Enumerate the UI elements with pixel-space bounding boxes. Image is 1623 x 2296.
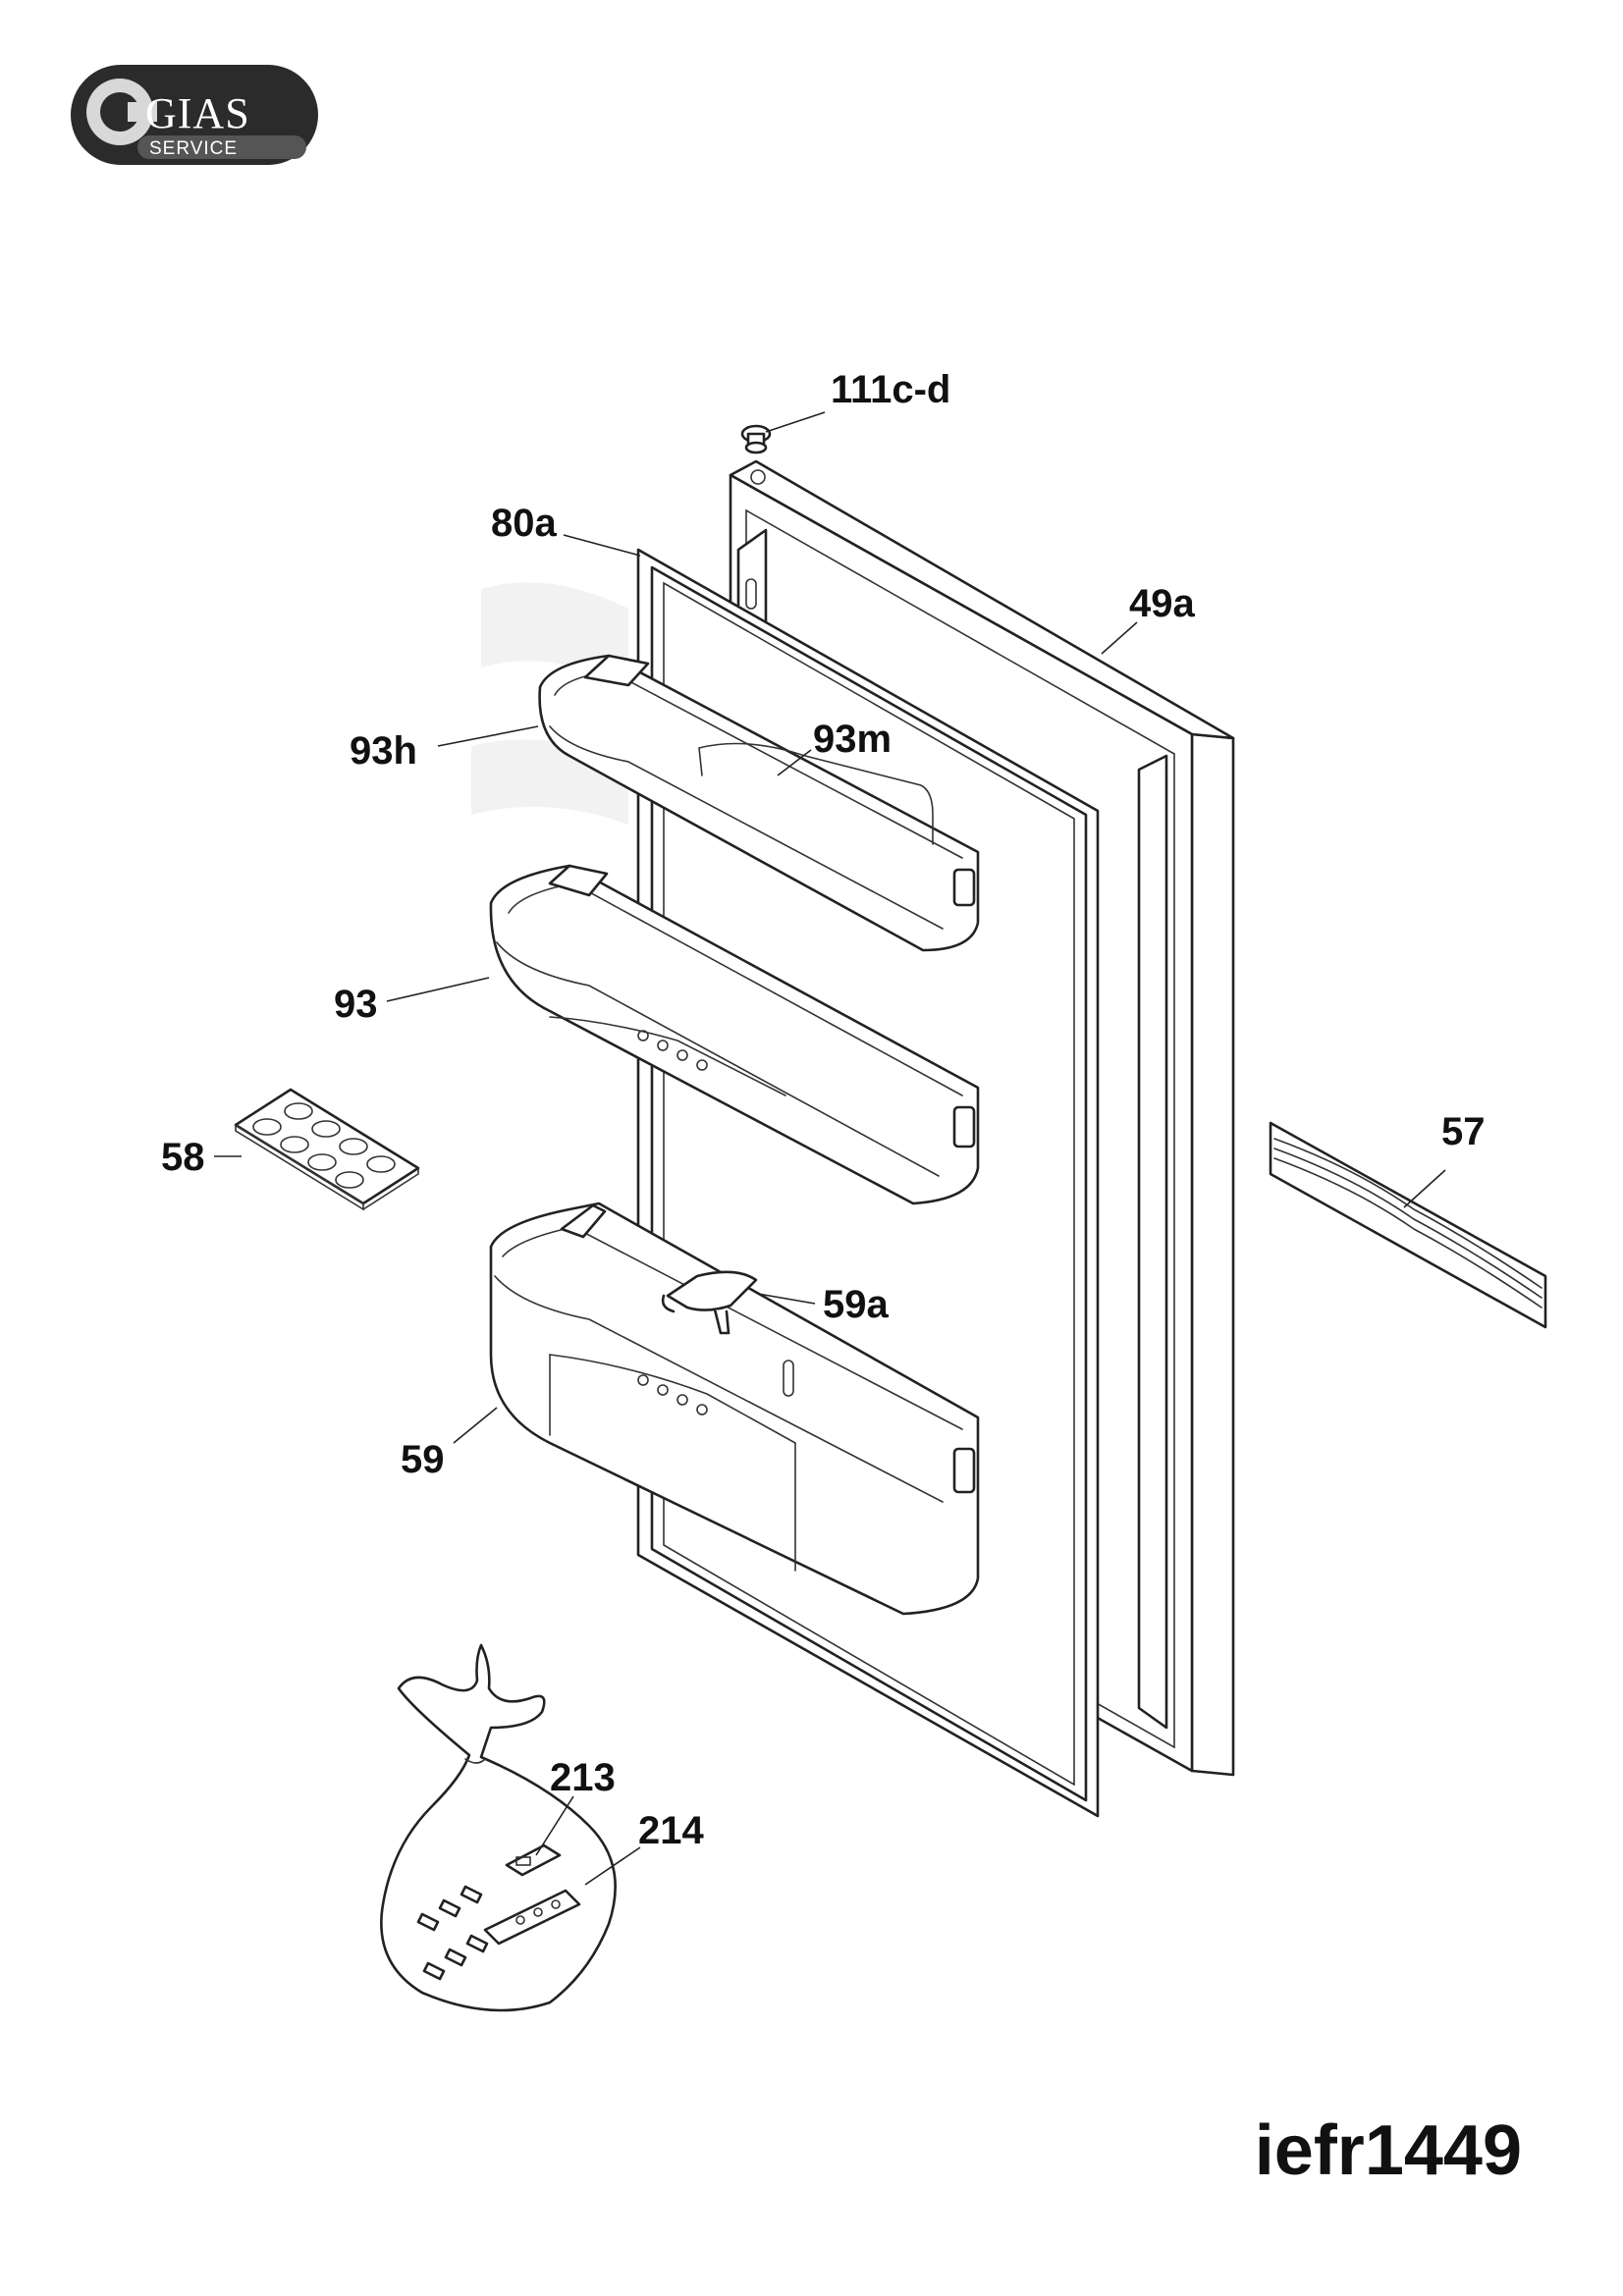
callout-labels: 111c-d 80a 49a 93h 93m 93 58 57 59a 59 2… (161, 368, 1486, 1852)
logo-subtitle: SERVICE (149, 138, 238, 159)
shelf-93h (538, 654, 980, 952)
gias-service-logo: GIAS SERVICE (71, 65, 318, 165)
hardware-bag (380, 1643, 617, 2012)
egg-tray-58 (234, 1088, 420, 1211)
callout-214: 214 (638, 1809, 704, 1852)
leader-lines (214, 411, 1446, 1886)
magnetic-strip-57 (1269, 1121, 1547, 1329)
logo-name: GIAS (145, 89, 250, 137)
callout-93m: 93m (813, 718, 892, 761)
callout-57: 57 (1441, 1110, 1486, 1153)
hinge-bracket-213 (505, 1843, 562, 1877)
bottle-shelf-59 (489, 1201, 980, 1616)
callout-59: 59 (401, 1438, 445, 1481)
callout-93h: 93h (350, 729, 417, 773)
callout-111c-d: 111c-d (831, 368, 950, 411)
bottle-retainer-59a (661, 1270, 758, 1335)
callout-59a: 59a (823, 1283, 889, 1326)
shelf-93 (489, 864, 980, 1205)
hinge-plate-214 (483, 1889, 581, 1946)
callout-93: 93 (334, 983, 378, 1026)
cap-111c-d (740, 424, 772, 454)
screws (416, 1885, 489, 1981)
callout-49a: 49a (1129, 582, 1195, 625)
callout-80a: 80a (491, 502, 557, 545)
callout-58: 58 (161, 1136, 205, 1179)
drawing-code: iefr1449 (1254, 2111, 1522, 2190)
wire-retainer-93m (698, 742, 934, 845)
callout-213: 213 (550, 1756, 616, 1799)
